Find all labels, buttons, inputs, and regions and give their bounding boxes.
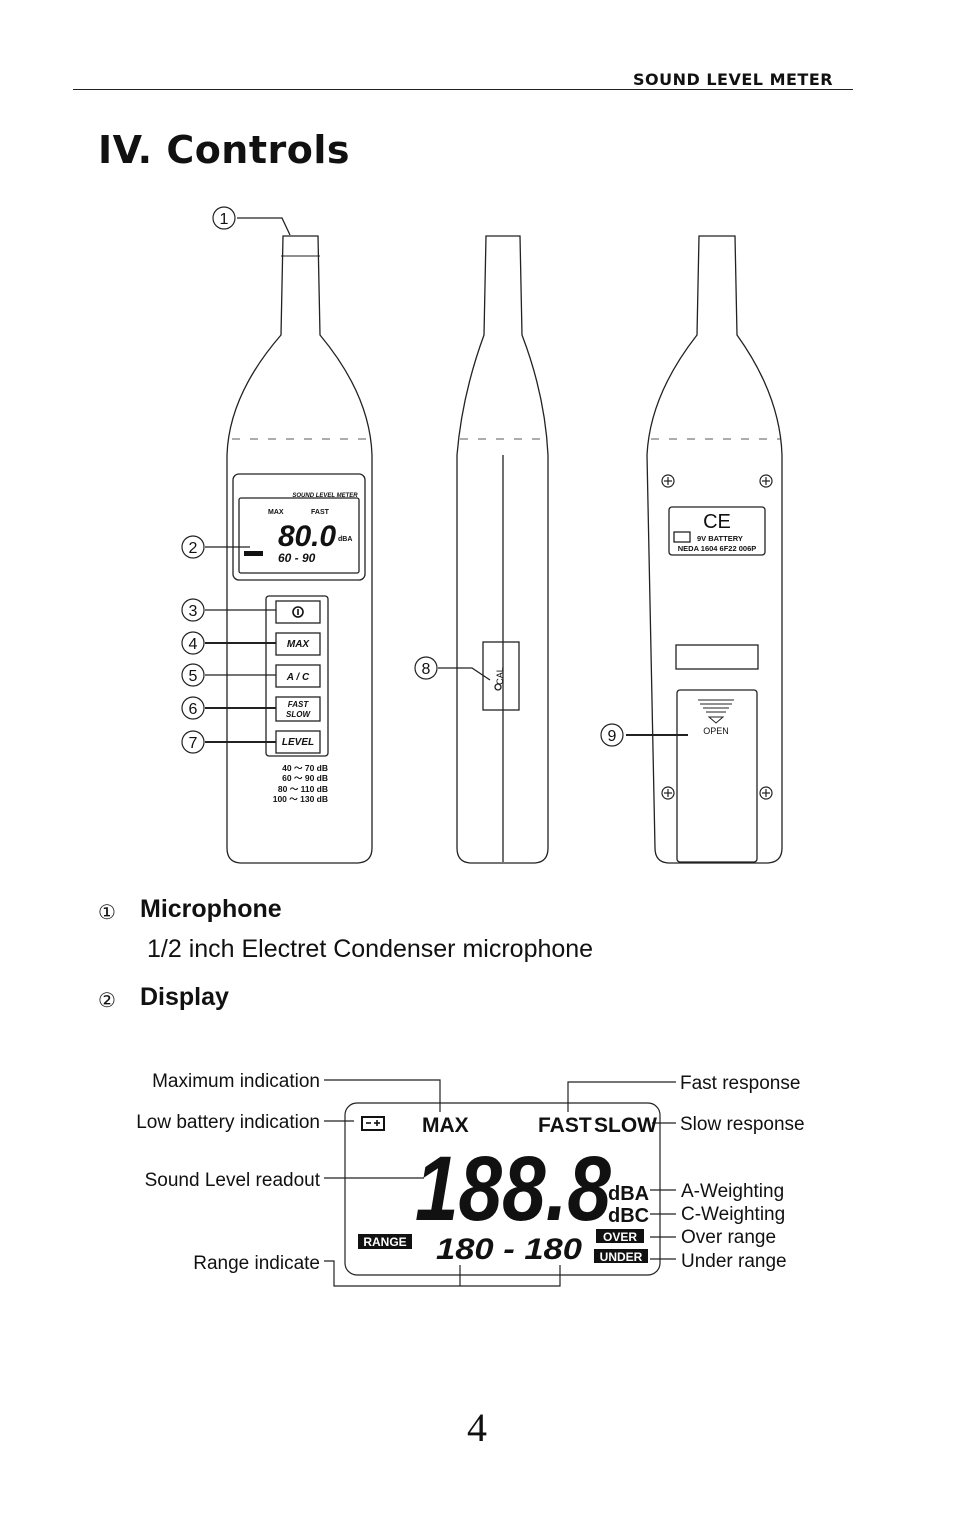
- page-number: 4: [467, 1405, 487, 1450]
- over-badge-text: OVER: [603, 1230, 637, 1244]
- ac-button-label: A / C: [286, 672, 310, 683]
- label-a-weighting: A-Weighting: [681, 1181, 784, 1202]
- lcd-range-badge: [244, 551, 263, 556]
- lcd-max-segment: MAX: [422, 1114, 469, 1137]
- level-button-label: LEVEL: [282, 737, 314, 748]
- fast-button-label: FAST: [288, 700, 310, 709]
- range-line: 80 ～ 110 dB: [278, 784, 328, 794]
- callout-8: 8: [422, 661, 431, 678]
- device-illustration: 1 2 3 4 5 6 7 8 9 SOUND LEVEL METER MAX …: [181, 206, 783, 864]
- callout-9: 9: [608, 728, 617, 745]
- callout-3: 3: [189, 603, 198, 620]
- button-panel: [265, 595, 329, 757]
- back-screw-icons: [661, 474, 773, 800]
- front-meter-body: [226, 235, 373, 864]
- item-title-microphone: Microphone: [140, 895, 282, 923]
- callout-1: 1: [220, 211, 229, 228]
- label-sound-level-readout: Sound Level readout: [145, 1170, 321, 1191]
- range-line: 60 ～ 90 dB: [282, 773, 328, 783]
- callout-6: 6: [189, 701, 198, 718]
- callout-4: 4: [189, 636, 198, 653]
- range-line: 40 ～ 70 dB: [282, 763, 328, 773]
- lcd-slow-segment: SLOW: [594, 1114, 657, 1137]
- ce-mark-icon: CE: [703, 511, 731, 533]
- lcd-unit: dBA: [338, 536, 352, 543]
- lcd-dba-segment: dBA: [608, 1183, 649, 1205]
- power-icon: [292, 606, 304, 618]
- item-desc-microphone: 1/2 inch Electret Condenser microphone: [147, 935, 594, 963]
- lcd-reading: 80.0: [278, 520, 336, 553]
- label-c-weighting: C-Weighting: [681, 1204, 785, 1225]
- label-maximum-indication: Maximum indication: [152, 1071, 320, 1092]
- low-battery-icon: [361, 1116, 385, 1131]
- cal-label: CAL: [495, 667, 505, 685]
- lcd-brand: SOUND LEVEL METER: [292, 493, 358, 499]
- label-under-range: Under range: [681, 1251, 787, 1272]
- ac-button: [275, 664, 321, 688]
- battery-label: 9V BATTERY: [697, 534, 743, 543]
- label-range-indicate: Range indicate: [193, 1253, 320, 1274]
- display-lcd-frame: [344, 1102, 661, 1276]
- lcd-range: 60 - 90: [278, 551, 316, 565]
- back-meter-body: [646, 235, 783, 864]
- lcd-range-digits: 180 - 180: [436, 1233, 582, 1266]
- battery-spec: NEDA 1604 6F22 006P: [678, 544, 757, 553]
- callout-circles: [181, 206, 624, 754]
- battery-label-plate: [668, 506, 766, 556]
- item-number: ①: [98, 902, 116, 924]
- lcd-range-badge: [358, 1234, 412, 1249]
- slow-button-label: SLOW: [286, 710, 311, 719]
- battery-door: [676, 689, 758, 863]
- front-lcd: [238, 497, 360, 574]
- front-display-frame: [232, 473, 366, 581]
- display-diagram: MAX FAST SLOW 188.8 dBA dBC 180 - 180 RA…: [136, 1071, 805, 1287]
- lcd-dbc-segment: dBC: [608, 1205, 649, 1227]
- back-slot: [675, 644, 759, 670]
- callout-7: 7: [189, 735, 198, 752]
- battery-icon: [673, 531, 691, 543]
- power-button: [275, 600, 321, 624]
- lcd-over-badge: [596, 1229, 644, 1243]
- item-number: ②: [98, 990, 116, 1012]
- open-label: OPEN: [703, 726, 729, 736]
- label-low-battery: Low battery indication: [136, 1112, 320, 1133]
- running-header: SOUND LEVEL METER: [633, 70, 834, 89]
- lcd-main-digits: 188.8: [415, 1138, 612, 1240]
- callout-2: 2: [189, 540, 198, 557]
- range-badge-text: RANGE: [363, 1235, 406, 1249]
- callout-5: 5: [189, 668, 198, 685]
- lcd-under-badge: [594, 1249, 648, 1263]
- lcd-fast: FAST: [311, 509, 330, 516]
- header-rule: [73, 89, 853, 90]
- lcd-max: MAX: [268, 509, 284, 516]
- open-arrow-icon: [698, 699, 734, 724]
- section-title: IV. Controls: [98, 128, 351, 172]
- label-slow-response: Slow response: [680, 1114, 805, 1135]
- item-title-display: Display: [140, 983, 229, 1011]
- label-over-range: Over range: [681, 1227, 776, 1248]
- lcd-fast-segment: FAST: [538, 1114, 592, 1137]
- label-fast-response: Fast response: [680, 1073, 800, 1094]
- under-badge-text: UNDER: [600, 1250, 643, 1264]
- range-line: 100 ～ 130 dB: [273, 794, 328, 804]
- max-button-label: MAX: [287, 639, 311, 650]
- side-meter-body: [456, 235, 549, 864]
